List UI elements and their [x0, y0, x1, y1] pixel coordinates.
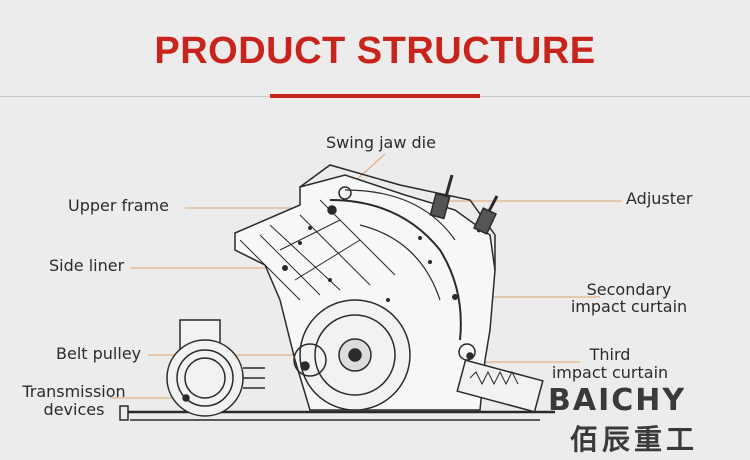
- label-secondary-line2: impact curtain: [570, 297, 688, 316]
- label-swing-jaw-die: Swing jaw die: [326, 133, 436, 152]
- label-secondary-line1: Secondary: [586, 280, 672, 299]
- label-transmission-line2: devices: [43, 400, 105, 419]
- title-accent-bar: [270, 94, 480, 98]
- label-adjuster: Adjuster: [626, 189, 693, 208]
- label-upper-frame: Upper frame: [68, 196, 169, 215]
- label-transmission-line1: Transmission: [22, 382, 126, 401]
- brand-logo-en: BAICHY: [548, 383, 687, 418]
- brand-logo-cn: 佰辰重工: [570, 423, 699, 456]
- label-side-liner: Side liner: [49, 256, 125, 275]
- page-title: PRODUCT STRUCTURE: [154, 30, 596, 72]
- label-belt-pulley: Belt pulley: [56, 344, 142, 363]
- label-third-line2: impact curtain: [551, 363, 669, 382]
- label-third-line1: Third: [589, 345, 631, 364]
- crusher-machine: [119, 164, 555, 421]
